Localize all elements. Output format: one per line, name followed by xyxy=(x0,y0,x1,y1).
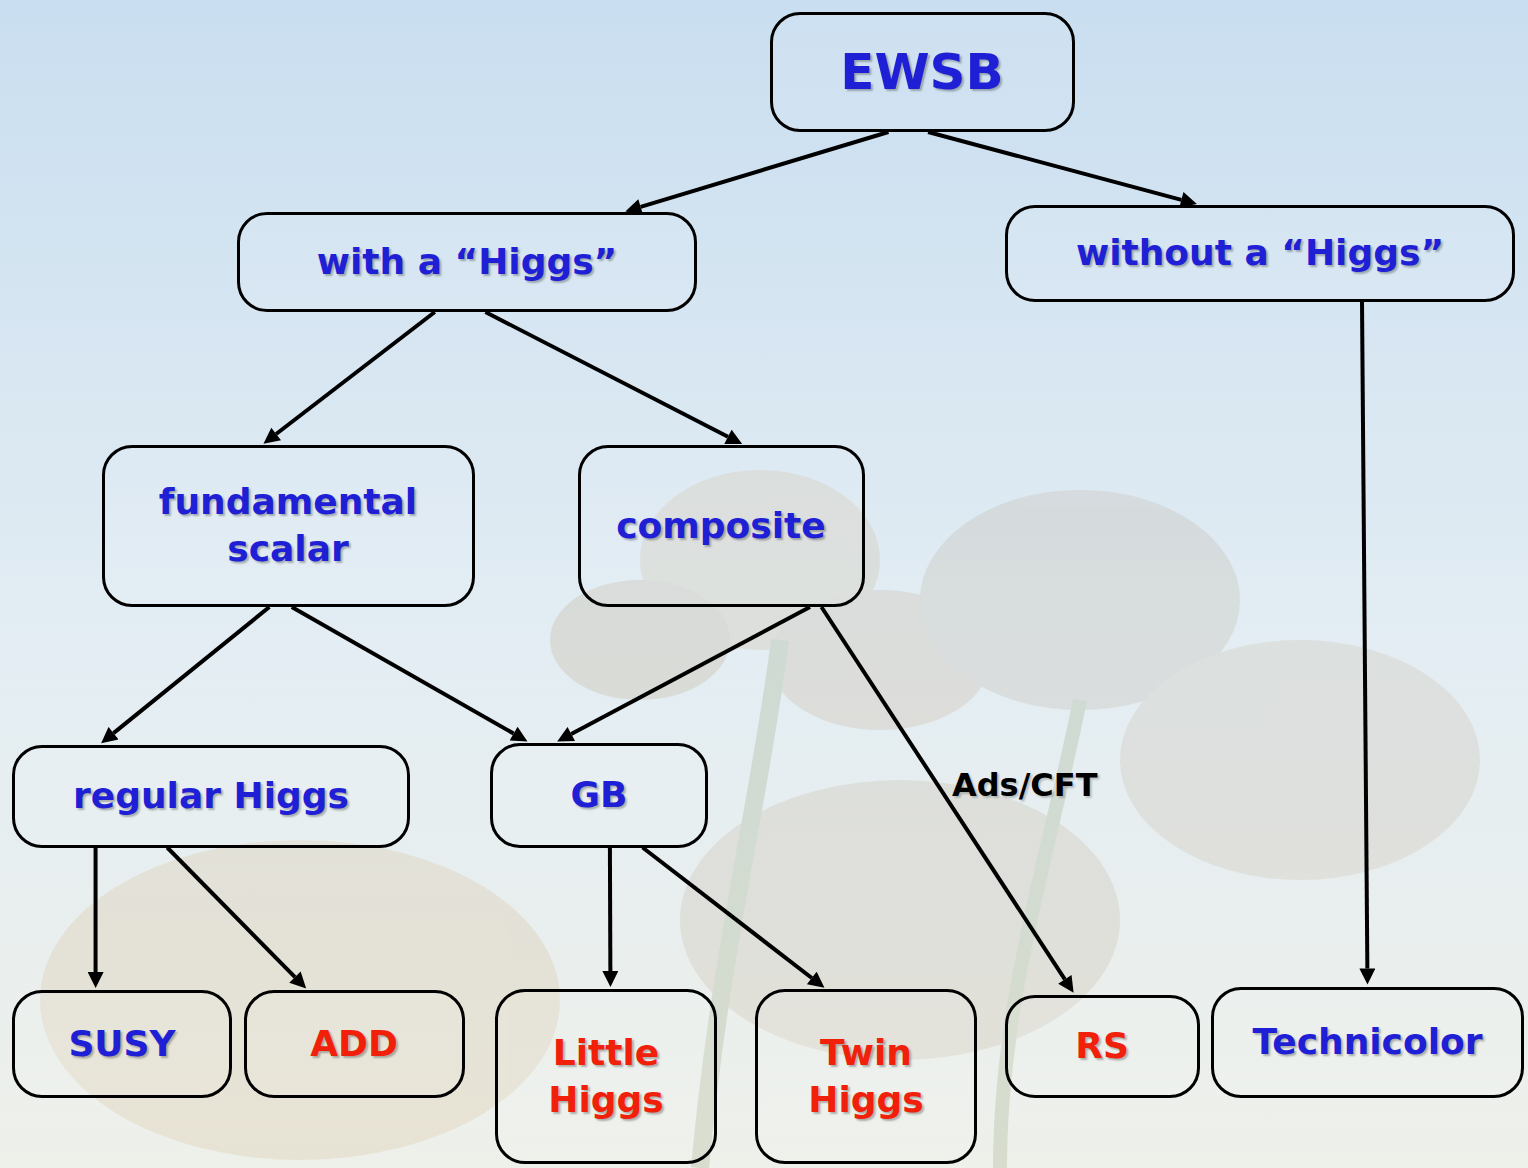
process-box: Twin Higgs xyxy=(755,989,977,1164)
arrow-connector xyxy=(643,848,812,979)
node-text: Technicolor xyxy=(1252,1019,1482,1066)
process-box: regular Higgs xyxy=(12,745,410,848)
process-box: fundamental scalar xyxy=(102,445,475,607)
process-box: with a “Higgs” xyxy=(237,212,697,312)
arrow-connector xyxy=(114,607,270,733)
process-box: composite xyxy=(578,445,865,607)
node-text: regular Higgs xyxy=(73,773,349,820)
arrow-connector xyxy=(1362,302,1367,969)
arrow-connector xyxy=(571,607,810,734)
node-text: EWSB xyxy=(840,40,1003,105)
node-text: Little Higgs xyxy=(514,1030,698,1124)
petal xyxy=(1120,640,1480,880)
edge-label: Ads/CFT xyxy=(952,766,1098,804)
arrow-connector xyxy=(292,607,514,734)
node-text: RS xyxy=(1075,1023,1129,1070)
process-box: ADD xyxy=(244,990,465,1098)
node-text: fundamental scalar xyxy=(121,479,456,573)
arrow-connector xyxy=(485,312,728,437)
process-box: RS xyxy=(1005,995,1200,1098)
process-box: SUSY xyxy=(12,990,232,1098)
node-text: Twin Higgs xyxy=(774,1030,958,1124)
arrow-connector xyxy=(167,848,295,978)
process-box: EWSB xyxy=(770,12,1075,132)
process-box: Little Higgs xyxy=(495,989,717,1164)
node-text: GB xyxy=(571,772,628,819)
arrow-connector xyxy=(608,848,612,972)
arrow-connector xyxy=(928,132,1181,200)
process-box: without a “Higgs” xyxy=(1005,205,1515,302)
node-text: ADD xyxy=(310,1021,398,1068)
process-box: Technicolor xyxy=(1211,987,1524,1098)
node-text: with a “Higgs” xyxy=(317,239,618,286)
arrow-connector xyxy=(94,848,98,973)
arrow-connector xyxy=(641,132,889,207)
node-text: SUSY xyxy=(68,1021,175,1068)
node-text: without a “Higgs” xyxy=(1076,230,1444,277)
process-box: GB xyxy=(490,743,708,848)
node-text: composite xyxy=(616,503,825,550)
arrow-connector xyxy=(276,312,435,434)
